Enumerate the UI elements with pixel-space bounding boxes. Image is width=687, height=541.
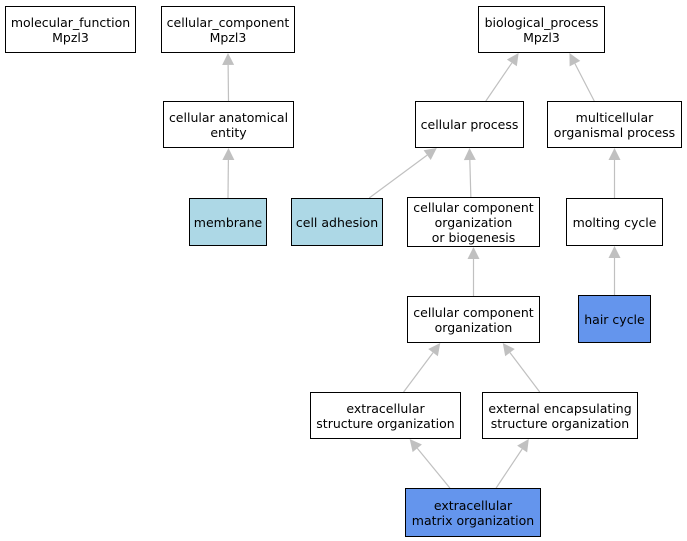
node-membrane[interactable]: membrane	[189, 198, 267, 246]
node-molting-cycle[interactable]: molting cycle	[566, 198, 663, 246]
node-label: biological_process Mpzl3	[484, 14, 599, 45]
node-cell-adhesion[interactable]: cell adhesion	[291, 198, 383, 246]
node-label: hair cycle	[584, 311, 645, 327]
edge-line	[485, 62, 513, 102]
node-label: extracellular matrix organization	[411, 497, 535, 528]
edge-arrowhead	[428, 343, 441, 357]
node-label: external encapsulating structure organiz…	[488, 400, 632, 431]
edge-line	[416, 447, 451, 489]
node-cellular-component-organization-or-biogenesis[interactable]: cellular component organization or bioge…	[407, 197, 540, 247]
edge-arrowhead	[467, 247, 480, 259]
node-label: cellular anatomical entity	[168, 109, 289, 140]
node-label: cellular process	[420, 117, 519, 132]
node-external-encapsulating-structure-organization[interactable]: external encapsulating structure organiz…	[482, 392, 638, 439]
node-label: cellular_component Mpzl3	[166, 14, 290, 45]
edge-arrowhead	[608, 148, 621, 160]
edge-arrowhead	[222, 148, 235, 161]
edge-line	[509, 352, 541, 393]
edge-line	[403, 352, 434, 393]
edge-line	[495, 448, 523, 489]
node-label: multicellular organismal process	[553, 109, 676, 140]
edge-arrowhead	[463, 148, 476, 161]
node-biological-process[interactable]: biological_process Mpzl3	[478, 6, 605, 53]
edge-arrowhead	[502, 343, 515, 357]
edge-line	[368, 154, 428, 199]
node-extracellular-matrix-organization[interactable]: extracellular matrix organization	[405, 488, 541, 537]
edge-line	[469, 159, 472, 198]
node-label: molting cycle	[572, 214, 657, 230]
edge-arrowhead	[608, 246, 621, 258]
node-cellular-component-organization[interactable]: cellular component organization	[407, 296, 540, 343]
node-label: cellular component organization	[413, 304, 534, 335]
node-hair-cycle[interactable]: hair cycle	[578, 295, 651, 343]
node-label: extracellular structure organization	[316, 400, 455, 431]
node-cellular-component[interactable]: cellular_component Mpzl3	[161, 6, 295, 53]
node-label: cellular component organization or bioge…	[413, 199, 534, 245]
node-multicellular-organismal-process[interactable]: multicellular organismal process	[547, 101, 682, 148]
node-label: membrane	[193, 214, 263, 230]
edge-arrowhead	[423, 148, 437, 160]
edge-arrowhead	[409, 439, 422, 453]
node-cellular-anatomical-entity[interactable]: cellular anatomical entity	[163, 101, 294, 148]
edge-arrowhead	[222, 53, 235, 66]
node-extracellular-structure-organization[interactable]: extracellular structure organization	[310, 392, 461, 439]
node-label: molecular_function Mpzl3	[10, 14, 131, 45]
node-molecular-function[interactable]: molecular_function Mpzl3	[5, 6, 136, 53]
edge-arrowhead	[517, 439, 529, 453]
edge-arrowhead	[569, 53, 581, 67]
node-label: cell adhesion	[295, 214, 379, 230]
node-cellular-process[interactable]: cellular process	[415, 101, 524, 148]
edge-line	[574, 63, 595, 102]
edge-arrowhead	[506, 53, 519, 67]
